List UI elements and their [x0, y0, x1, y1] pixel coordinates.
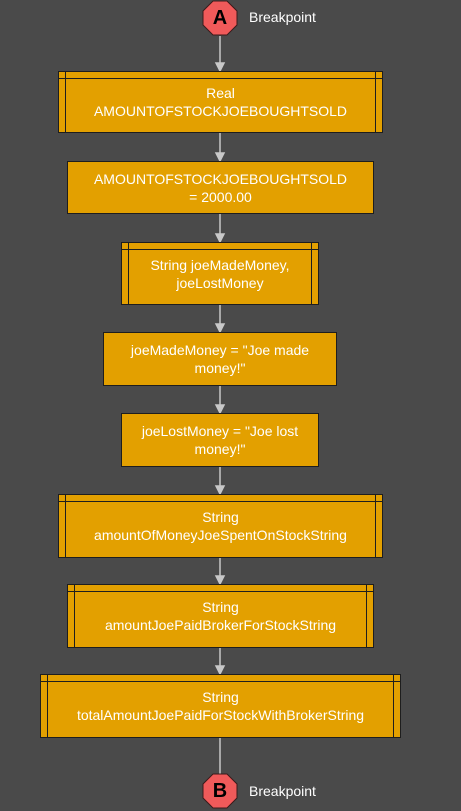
flow-node-declaration[interactable]: Real AMOUNTOFSTOCKJOEBOUGHTSOLD	[58, 71, 383, 133]
node-text: AMOUNTOFSTOCKJOEBOUGHTSOLD = 2000.00	[93, 170, 348, 205]
arrow-head	[214, 665, 226, 676]
octagon-icon	[202, 0, 238, 36]
flow-node-declaration[interactable]: String totalAmountJoePaidForStockWithBro…	[40, 674, 401, 738]
node-text: String totalAmountJoePaidForStockWithBro…	[76, 689, 365, 723]
breakpoint-start-label: Breakpoint	[249, 9, 316, 25]
node-text: String amountJoePaidBrokerForStockString	[104, 599, 337, 633]
node-decoration	[41, 681, 400, 682]
breakpoint-start-marker[interactable]: A	[202, 0, 238, 36]
arrow-head	[214, 323, 226, 334]
node-text: joeLostMoney = "Joe lost money!"	[141, 423, 299, 457]
arrow-head	[214, 62, 226, 73]
arrow-head	[214, 485, 226, 496]
breakpoint-end-label: Breakpoint	[249, 783, 316, 799]
arrow-head	[214, 575, 226, 586]
flow-node-declaration[interactable]: String amountOfMoneyJoeSpentOnStockStrin…	[58, 494, 383, 558]
node-text: String joeMadeMoney, joeLostMoney	[150, 256, 290, 291]
breakpoint-start-letter: A	[212, 6, 228, 29]
flow-node-declaration[interactable]: String amountJoePaidBrokerForStockString	[67, 584, 374, 648]
flow-node-assignment[interactable]: AMOUNTOFSTOCKJOEBOUGHTSOLD = 2000.00	[67, 161, 374, 214]
arrow-head	[214, 404, 226, 415]
node-decoration	[68, 591, 373, 592]
flow-node-declaration[interactable]: String joeMadeMoney, joeLostMoney	[121, 242, 319, 305]
flow-node-assignment[interactable]: joeMadeMoney = "Joe made money!"	[103, 332, 337, 386]
octagon-icon	[202, 773, 238, 809]
breakpoint-end-marker[interactable]: B	[202, 773, 238, 809]
flow-node-assignment[interactable]: joeLostMoney = "Joe lost money!"	[121, 413, 319, 467]
node-decoration	[59, 501, 382, 502]
node-text: Real AMOUNTOFSTOCKJOEBOUGHTSOLD	[93, 85, 348, 119]
breakpoint-end-letter: B	[212, 779, 228, 802]
arrow-head	[214, 233, 226, 244]
arrow-head	[214, 152, 226, 163]
node-text: joeMadeMoney = "Joe made money!"	[130, 342, 310, 376]
node-decoration	[59, 78, 382, 79]
node-decoration	[122, 249, 318, 250]
node-text: String amountOfMoneyJoeSpentOnStockStrin…	[94, 509, 347, 543]
